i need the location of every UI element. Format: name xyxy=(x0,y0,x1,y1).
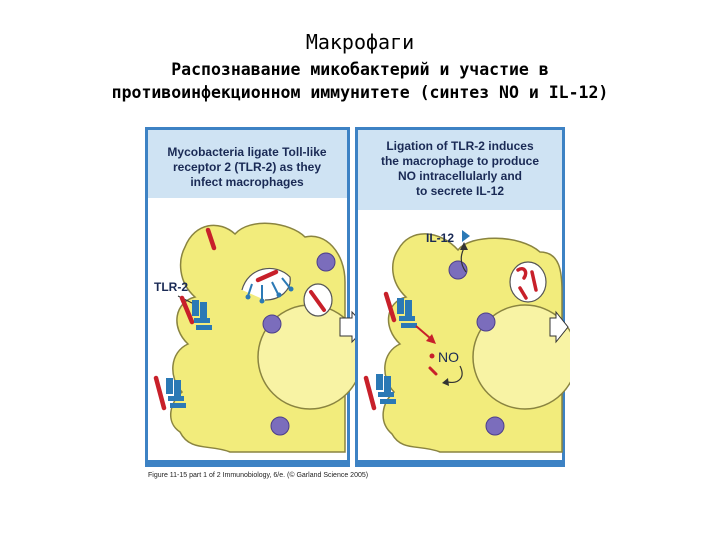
left-header-line-3: infect macrophages xyxy=(190,175,304,189)
left-granule xyxy=(262,314,282,334)
no-dot xyxy=(428,366,438,376)
right-granule xyxy=(476,312,496,332)
right-panel-header-box xyxy=(358,130,562,210)
tlr2-label: TLR-2 xyxy=(154,280,188,294)
il12-label: IL-12 xyxy=(426,231,454,245)
no-label: NO xyxy=(438,349,459,365)
tlr2-receptor xyxy=(363,374,396,411)
subtitle-line-1: Распознавание микобактерий и участие в xyxy=(171,60,549,79)
right-edge-arrow xyxy=(549,310,569,344)
no-dot xyxy=(429,353,435,359)
right-header-line-1: Ligation of TLR-2 induces xyxy=(386,139,534,153)
left-panel-header-box xyxy=(148,130,347,198)
right-nucleus xyxy=(472,304,570,410)
right-header-line-4: to secrete IL-12 xyxy=(416,184,504,198)
tlr2-receptor xyxy=(153,375,186,411)
bacterium xyxy=(518,286,528,300)
right-header-line-2: the macrophage to produce xyxy=(381,154,539,168)
right-header-line-3: NO intracellularly and xyxy=(398,169,522,183)
tlr2-receptor-cluster xyxy=(245,277,294,304)
no-arrowhead xyxy=(442,378,449,386)
left-granule xyxy=(316,252,336,272)
tlr2-receptor xyxy=(179,295,212,330)
page-title: Макрофаги xyxy=(305,30,415,54)
right-granule xyxy=(485,416,505,436)
il12-molecule xyxy=(462,230,470,242)
signal-arrowhead xyxy=(426,334,436,344)
il12-arrowhead xyxy=(460,242,468,250)
page-subtitle: Распознавание микобактерий и участие в п… xyxy=(0,58,720,104)
left-granule xyxy=(270,416,290,436)
right-panel: Ligation of TLR-2 induces the macrophage… xyxy=(355,127,570,467)
left-header-line-2: receptor 2 (TLR-2) as they xyxy=(173,160,321,174)
left-header-line-1: Mycobacteria ligate Toll-like xyxy=(167,145,326,159)
bacterium xyxy=(309,290,326,312)
right-phagosome xyxy=(509,261,547,303)
macrophage-figure: Mycobacteria ligate Toll-like receptor 2… xyxy=(145,127,570,467)
bacterium xyxy=(205,227,217,251)
tlr2-receptor xyxy=(383,291,417,328)
left-panel: Mycobacteria ligate Toll-like receptor 2… xyxy=(145,127,367,467)
no-arrow xyxy=(447,365,463,383)
signal-arrow xyxy=(415,325,431,339)
bacterium xyxy=(516,266,528,280)
bacterium xyxy=(255,269,279,283)
subtitle-line-2: противоинфекционном иммунитете (синтез N… xyxy=(111,83,609,102)
figure-caption: Figure 11-15 part 1 of 2 Immunobiology, … xyxy=(148,472,369,479)
bacterium xyxy=(530,270,538,292)
il12-secretion-arrow xyxy=(460,247,467,273)
